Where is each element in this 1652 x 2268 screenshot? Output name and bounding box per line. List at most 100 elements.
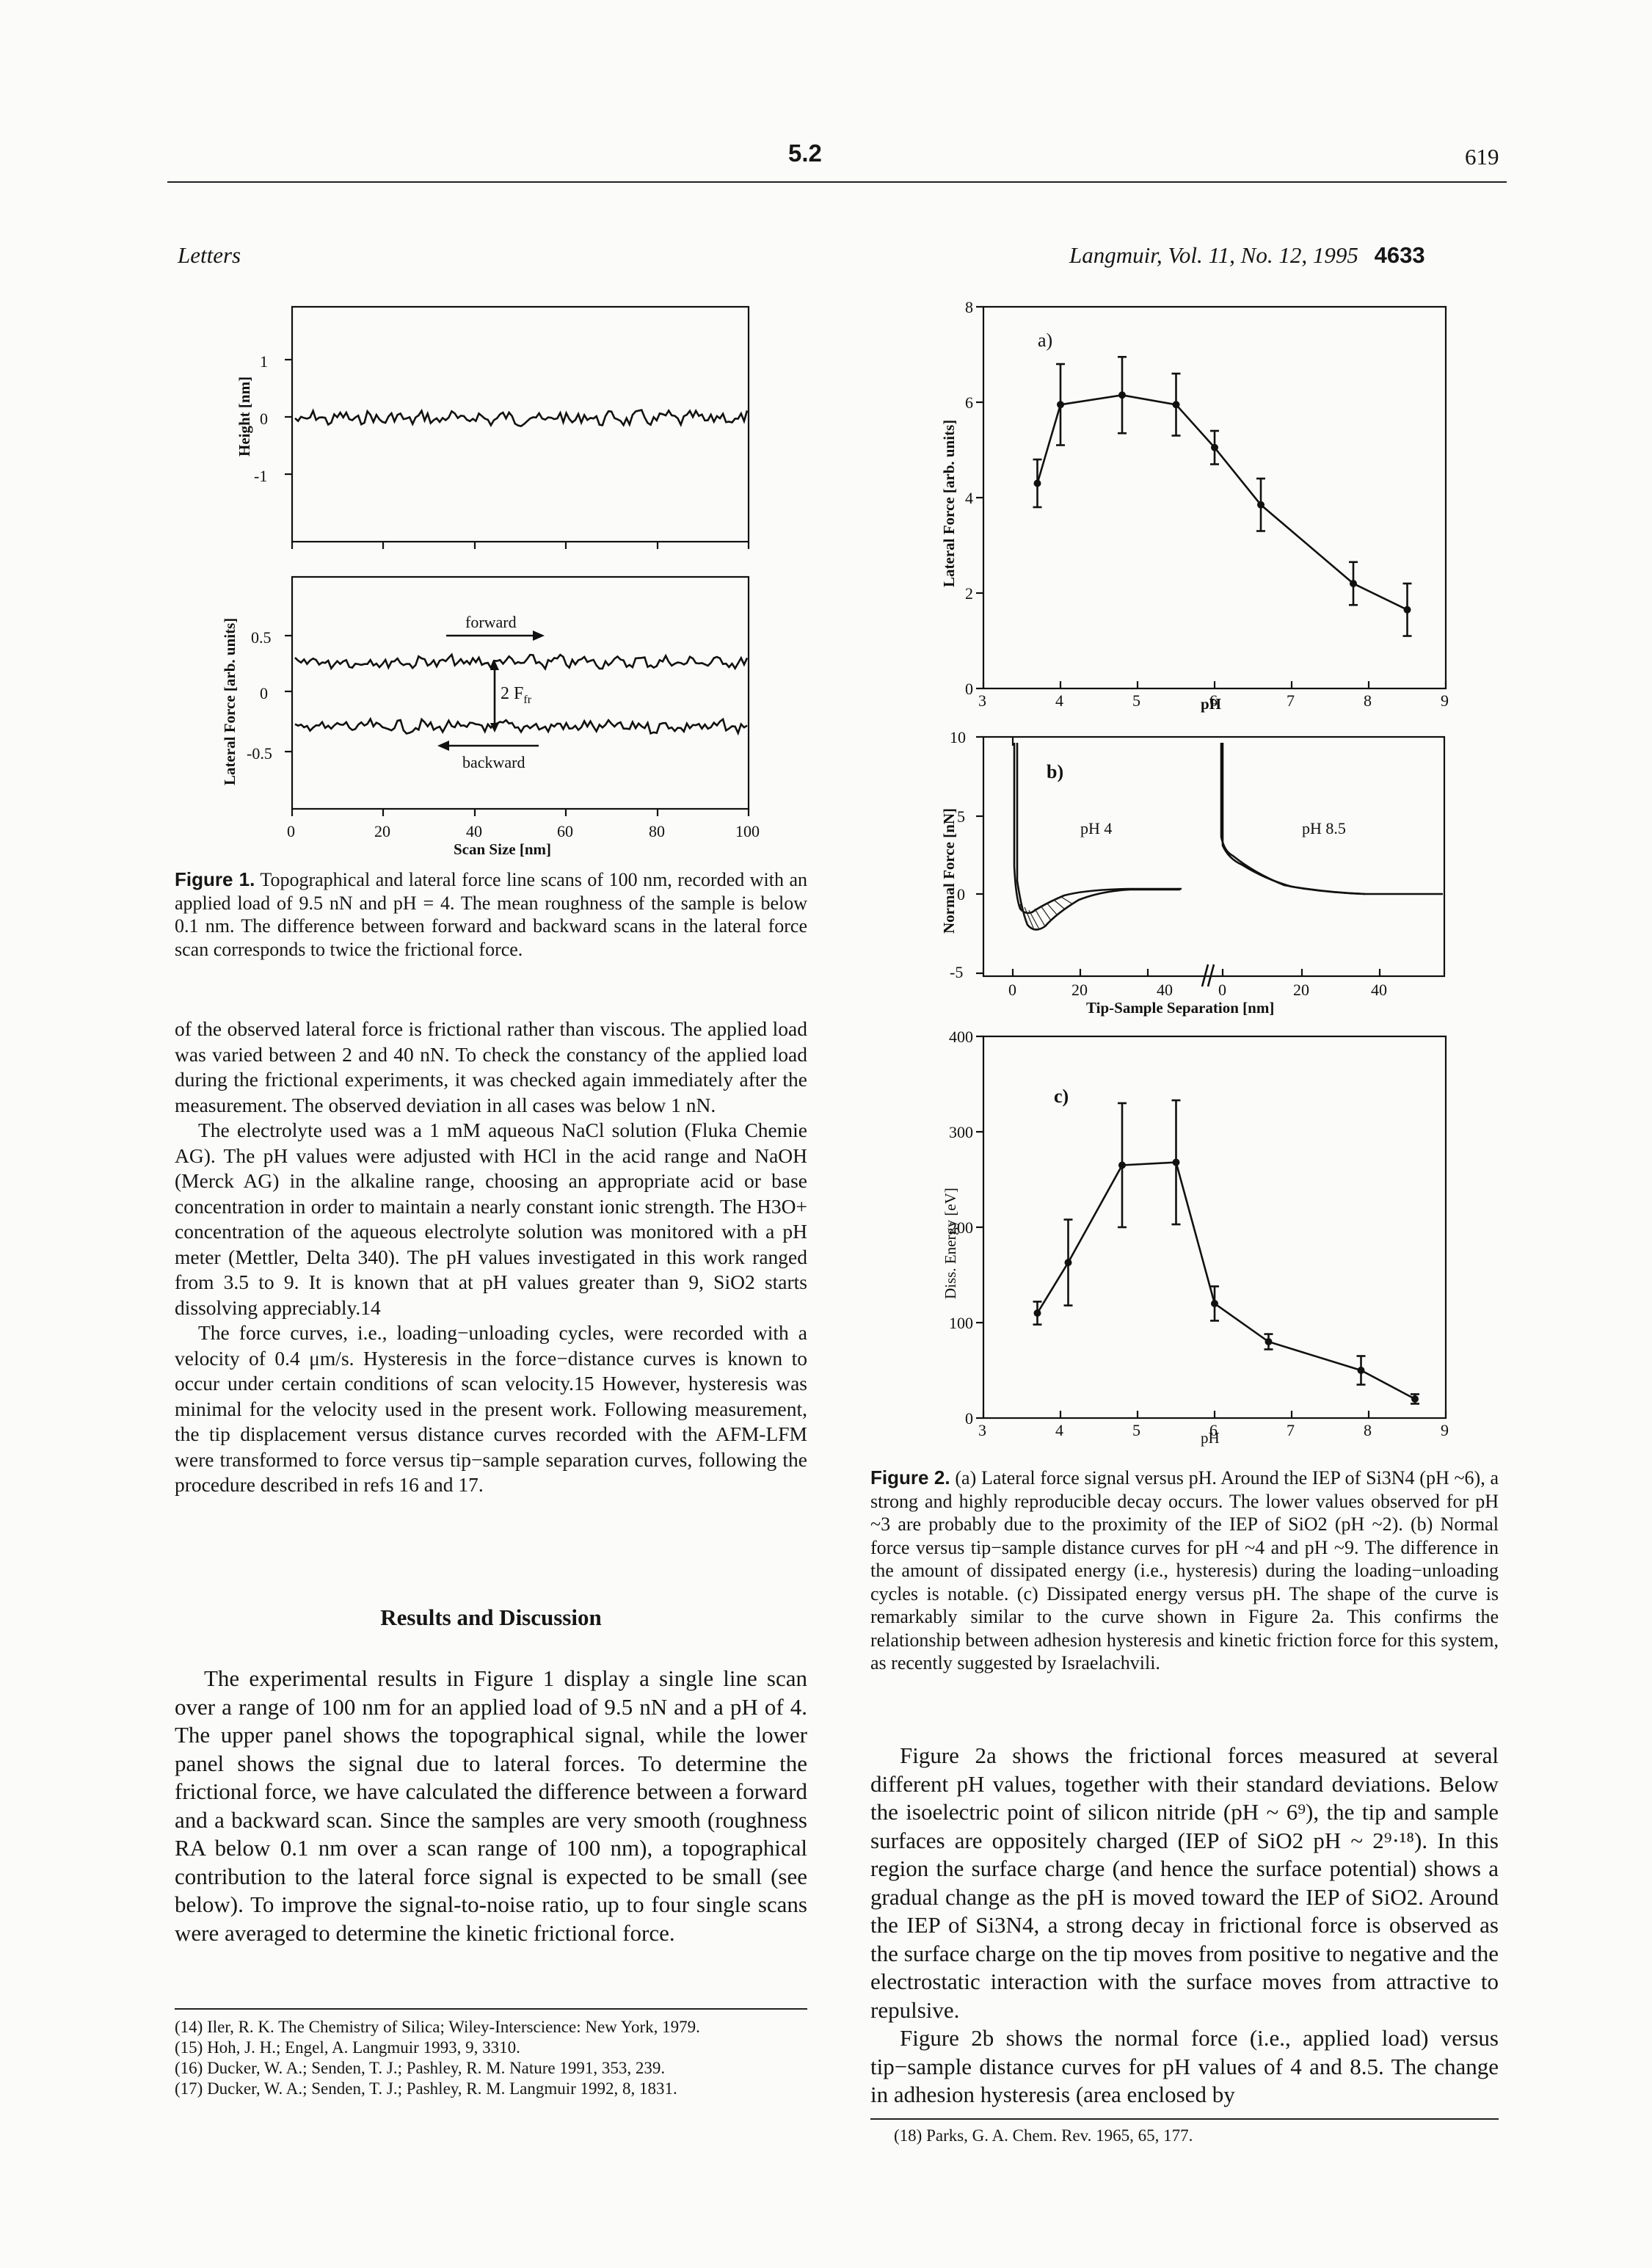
figure-2b-ylabel: Normal Force [nN] [940,808,958,934]
forward-arrowhead [533,630,545,641]
figure-2c-xlabel: pH [1201,1429,1220,1447]
figure-2a-ylabel: Lateral Force [arb. units] [940,420,958,587]
figure-2b-xtick: 40 [1371,981,1387,999]
fig1-xtick: 80 [649,822,665,840]
figure-2c-data-point [1211,1300,1218,1307]
figure-2b-yticks [976,735,983,975]
axis-break-mark [1201,964,1209,987]
figure-2c-series-line [1036,1161,1416,1400]
footnote-rule-right [870,2118,1499,2120]
lateral-yticks [285,634,292,753]
backward-label: backward [462,753,525,771]
reference: (15) Hoh, J. H.; Engel, A. Langmuir 1993… [175,2038,520,2057]
height-trace [294,408,749,428]
reference: (16) Ducker, W. A.; Senden, T. J.; Pashl… [175,2059,666,2077]
running-head-left: Letters [178,242,241,268]
figure-2a-xtick: 3 [978,691,986,710]
fig1-xtick: 20 [374,822,390,840]
reference: (18) Parks, G. A. Chem. Rev. 1965, 65, 1… [894,2126,1193,2145]
fig1-xtick: 0 [287,822,295,840]
figure-2a-data-point [1257,501,1265,509]
figure-2b-xtick: 40 [1157,981,1173,999]
paragraph: The electrolyte used was a 1 mM aqueous … [175,1119,807,1319]
figure-2c-label: c) [1054,1086,1069,1107]
figure-2b-ytick: -5 [950,963,963,981]
forward-scan-trace [294,653,749,671]
figure-2c-ytick: 200 [949,1218,973,1237]
lateral-tick-label: 0 [260,684,268,702]
figure-2a-label: a) [1038,330,1052,351]
right-column-body: Figure 2a shows the frictional forces me… [870,1742,1499,2109]
figure-2b-frame [982,735,1446,978]
figure-2c-xtick: 5 [1132,1421,1140,1439]
figure-2c-ytick: 100 [949,1314,973,1332]
figure-2c-ylabel: Diss. Energy [eV] [942,1188,959,1299]
reference: (14) Iler, R. K. The Chemistry of Silica… [175,2018,700,2036]
figure-2a-ytick: 6 [965,393,973,412]
height-yticks [285,358,292,476]
figure-2-caption: Figure 2. (a) Lateral force signal versu… [870,1466,1499,1675]
figure-2c-data-point [1172,1158,1180,1166]
page-number: 619 [1465,144,1499,170]
axis-break-mark [1207,964,1215,987]
height-tick-label: -1 [254,467,267,485]
figure-2a-data-point [1118,391,1126,399]
paragraph: The force curves, i.e., loading−unloadin… [175,1321,807,1496]
figure-2b-xtick: 20 [1293,981,1309,999]
friction-label: 2 Ffr [501,684,532,706]
figure-2c-data-point [1118,1161,1126,1169]
figure-2b-label: b) [1047,761,1063,782]
ph85-unloading-curve [1221,743,1366,895]
height-panel-frame [291,305,750,543]
lateral-tick-label: 0.5 [251,628,272,647]
lateral-xticks [291,809,750,816]
paragraph: The experimental results in Figure 1 dis… [175,1665,807,1946]
results-paragraph: The experimental results in Figure 1 dis… [175,1665,807,1947]
running-head-right: Langmuir, Vol. 11, No. 12, 1995 4633 [1069,242,1425,269]
figure-2a-ytick: 0 [965,680,973,698]
forward-label: forward [465,613,517,631]
figure-2a-ytick: 4 [965,489,973,507]
paragraph: Figure 2a shows the frictional forces me… [870,1742,1499,2023]
figure-2c-xtick: 8 [1364,1421,1372,1439]
header-rule [167,181,1507,183]
figure-2c-xtick: 4 [1055,1421,1063,1439]
figure-2a-xtick: 8 [1364,691,1372,710]
figure-2b-ph4-label: pH 4 [1080,819,1112,837]
figure-2-caption-text: (a) Lateral force signal versus pH. Arou… [870,1467,1499,1673]
figure-2a-ytick: 2 [965,584,973,603]
figure-1-caption-text: Topographical and lateral force line sca… [175,869,807,960]
figure-2a-xtick: 4 [1055,691,1063,710]
figure-2b-xtick: 0 [1218,981,1226,999]
figure-2c-data-point [1064,1259,1072,1267]
figure-2c-ytick: 400 [949,1028,973,1046]
figure-2b-ytick: 0 [957,885,965,904]
figure-2a-frame [982,305,1447,690]
left-column-body: of the observed lateral force is frictio… [175,1017,807,1498]
figure-2b-xlabel: Tip-Sample Separation [nm] [1086,999,1274,1017]
figure-2a-data-point [1057,401,1064,409]
figure-2b-ytick: 5 [957,807,965,826]
friction-marker-bottom [490,723,499,733]
figure-2a-series-line [1036,393,1408,611]
figure-2a-data-point [1403,606,1411,614]
figure-2c-data-point [1265,1338,1273,1345]
references-right: (18) Parks, G. A. Chem. Rev. 1965, 65, 1… [894,2126,1496,2146]
figure-2c-xtick: 7 [1287,1421,1295,1439]
figure-2b-xticks [1011,969,1381,976]
figure-2a-xtick: 5 [1132,691,1140,710]
figure-2a-data-point [1172,401,1180,409]
friction-marker-top [490,661,499,670]
ph4-loading-curve [1013,743,1182,915]
figure-2b-xtick: 20 [1071,981,1088,999]
figure-2b-ytick: 10 [950,728,966,746]
lateral-axis-label: Lateral Force [arb. units] [221,618,239,785]
height-tick-label: 0 [260,410,268,428]
figure-2c-xtick: 9 [1441,1421,1449,1439]
figure-2a-xtick: 6 [1209,691,1218,710]
figure-2c-frame [982,1035,1447,1420]
figure-2c-data-point [1357,1367,1365,1374]
figure-2c-ytick: 0 [965,1409,973,1428]
figure-2a-xtick: 9 [1441,691,1449,710]
